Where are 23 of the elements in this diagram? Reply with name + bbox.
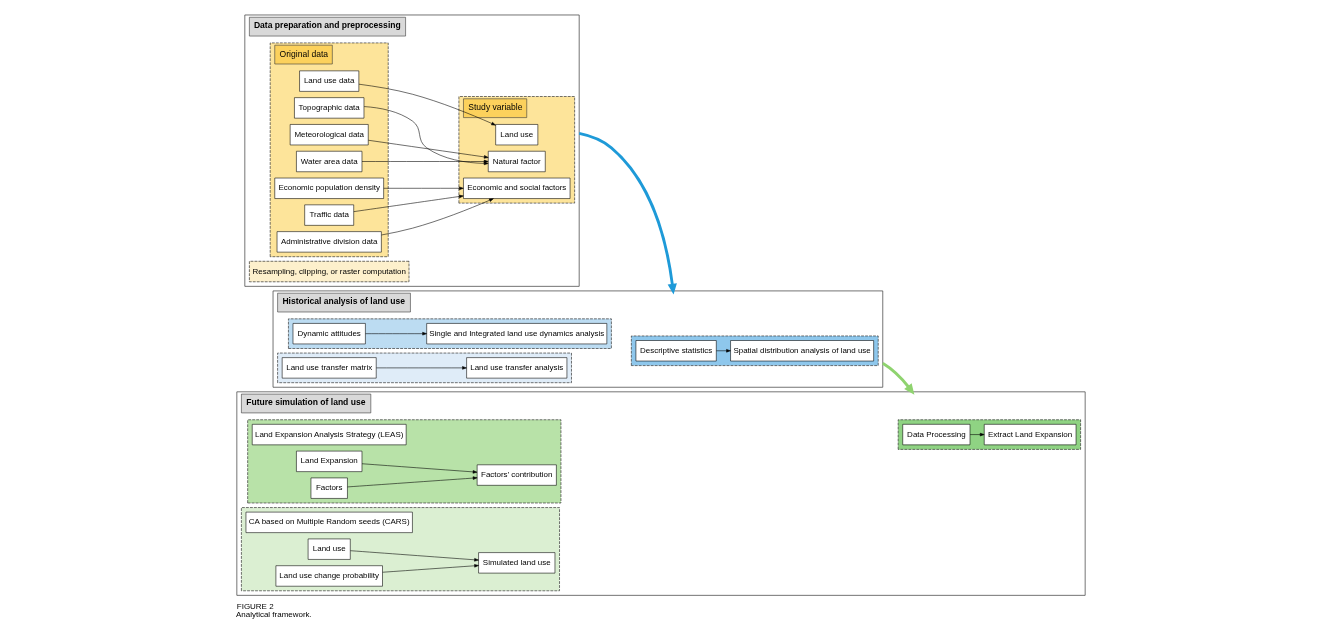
- arrow: [361, 159, 489, 164]
- arrow: [383, 186, 464, 190]
- cluster: [897, 419, 1081, 450]
- cluster: [277, 352, 572, 384]
- arrow: [350, 550, 479, 562]
- arrow: [382, 564, 479, 573]
- arrow: [578, 132, 677, 295]
- arrow: [716, 349, 731, 353]
- arrow: [376, 366, 467, 370]
- arrow: [358, 83, 496, 126]
- cluster: [241, 507, 560, 592]
- arrow: [368, 139, 489, 159]
- arrow: [363, 106, 489, 166]
- arrow: [969, 432, 985, 437]
- cluster: [288, 318, 612, 349]
- arrow: [353, 194, 464, 212]
- cluster: [247, 419, 562, 504]
- arrow: [381, 198, 494, 236]
- cluster: [631, 335, 879, 366]
- arrow: [347, 476, 478, 488]
- arrow: [361, 463, 478, 474]
- arrow: [882, 362, 915, 395]
- arrow: [365, 332, 427, 336]
